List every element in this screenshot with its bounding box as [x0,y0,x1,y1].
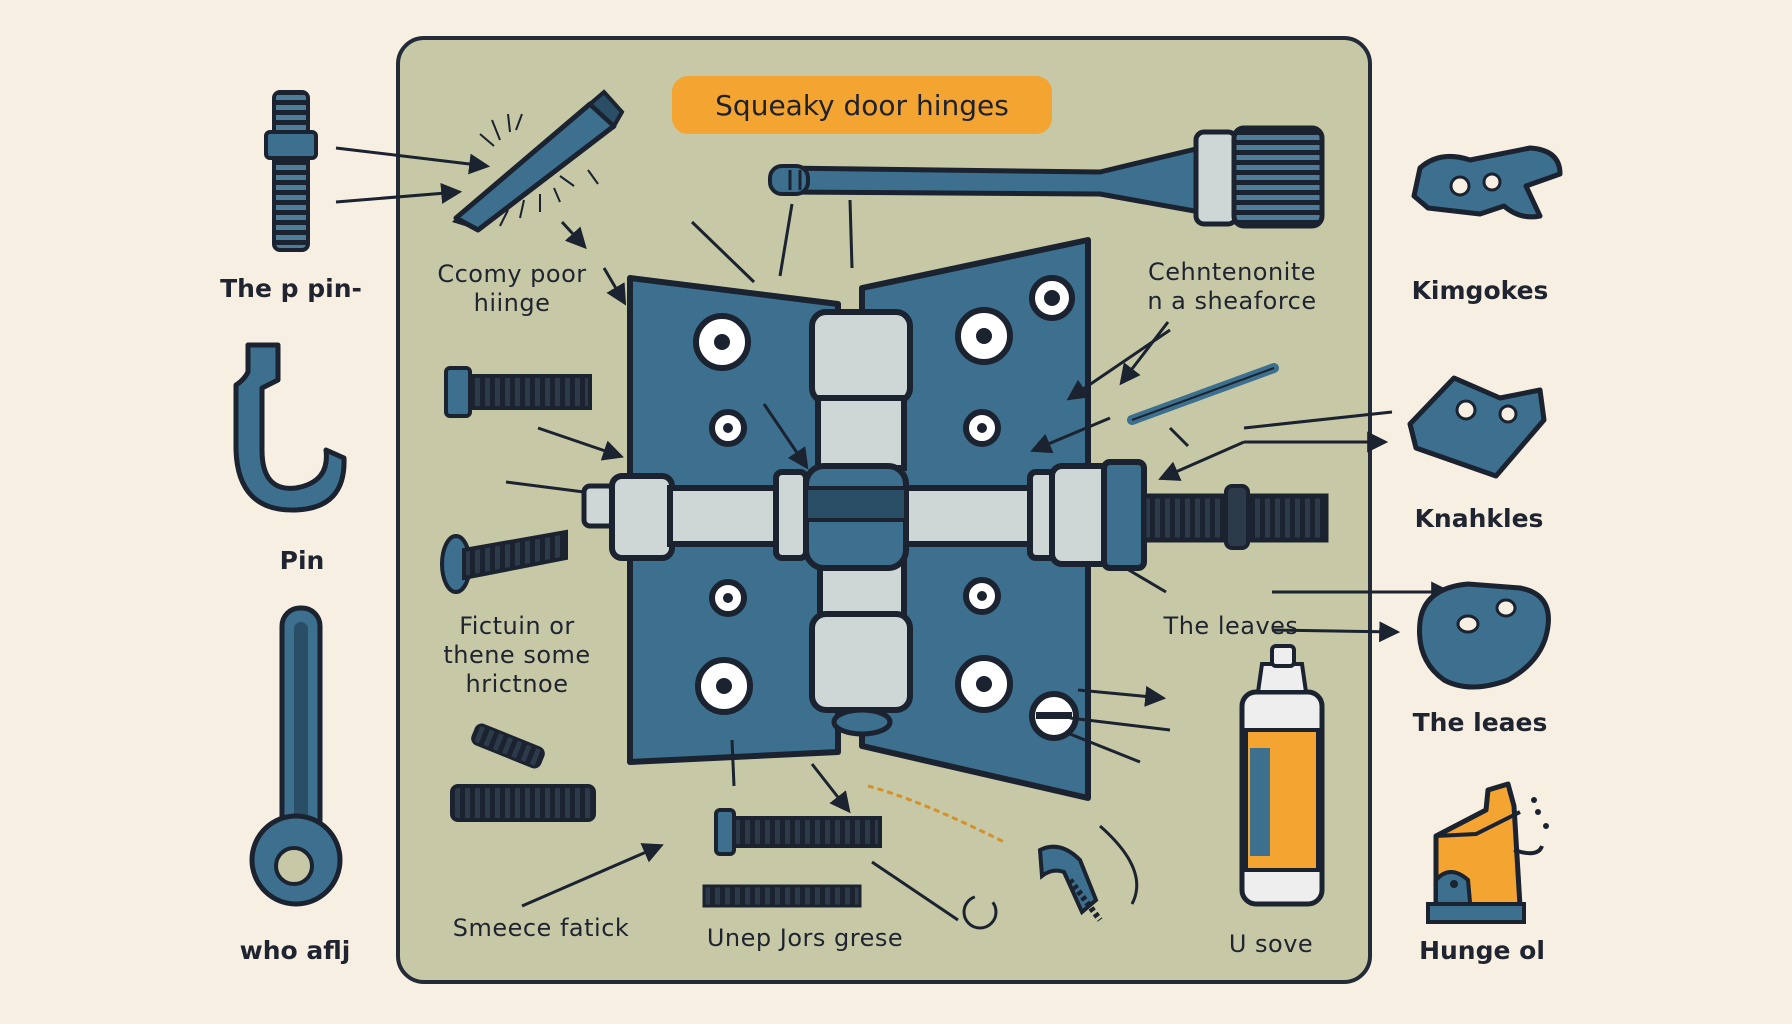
threaded-pin-icon [264,90,318,252]
label-who-afly: who aflj [239,936,351,965]
door-hinge-icon [581,237,1329,801]
hinge-pin-rod-icon [768,125,1325,229]
label-the-pin-top: The p pin- [220,274,362,303]
label-knahkles: Knahkles [1414,504,1544,533]
spray-can-icon [1239,644,1325,907]
knuckle-plate-icon [1417,581,1551,690]
screw-icon [444,366,592,418]
label-smeece-fatick: Smeece fatick [452,914,630,942]
label-unep-jors-grese: Unep Jors grese [706,924,904,952]
screw-bottom-icon [702,808,882,908]
spring-icon [450,723,596,822]
label-centennial: Cehntenonite n a sheaforce [1147,258,1317,315]
label-hunge-ol: Hunge ol [1419,936,1545,965]
pencil-icon [452,89,625,233]
label-u-sove: U sove [1228,930,1314,958]
label-friction: Fictuin or thene some hrictnoe [443,612,591,698]
bracket-icon [1411,145,1563,220]
hook-icon [233,342,347,513]
spring-clip-icon [1037,844,1103,922]
diagram-title: Squeaky door hinges [672,76,1052,134]
label-creamy-poor-hinge: Ccomy poor hiinge [437,260,587,317]
label-pin: Pin [279,546,325,575]
wrench-icon [249,605,343,907]
label-the-leaes: The leaes [1412,708,1548,737]
plate-icon [1407,375,1547,479]
label-the-leaves-mid: The leaves [1163,612,1299,640]
oil-can-icon [1426,781,1549,924]
label-kimgokes: Kimgokes [1411,276,1549,305]
bolt-icon [440,529,568,594]
